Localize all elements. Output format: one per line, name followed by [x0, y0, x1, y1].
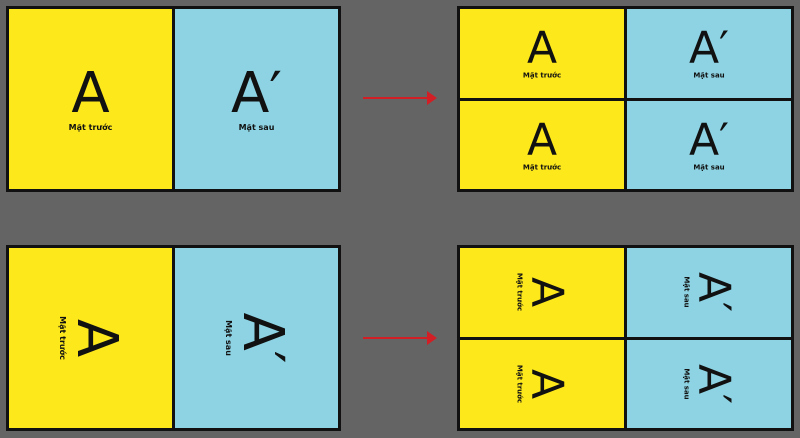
front-letter: A — [521, 368, 573, 399]
front-panel: A Mặt trước — [460, 9, 624, 98]
sheet-bottom-left: A Mặt trước A′ Mặt sau — [6, 245, 341, 431]
back-letter: A′ — [688, 114, 730, 166]
front-caption: Mặt trước — [57, 316, 67, 360]
front-letter: A — [521, 277, 573, 308]
front-caption: Mặt trước — [515, 364, 524, 403]
front-label-group: A Mặt trước — [57, 316, 129, 360]
back-label-group: A′ Mặt sau — [689, 118, 729, 171]
back-caption: Mặt sau — [693, 71, 725, 80]
back-caption: Mặt sau — [682, 368, 691, 400]
front-caption: Mặt trước — [68, 123, 113, 132]
front-panel: A Mặt trước — [460, 100, 624, 189]
back-panel: A′ Mặt sau — [627, 9, 791, 98]
back-letter: A′ — [688, 22, 730, 74]
arrow-icon — [363, 91, 437, 105]
front-panel: A Mặt trước — [460, 339, 624, 428]
front-label-group: A Mặt trước — [522, 22, 562, 80]
back-label-group: A′ Mặt sau — [682, 363, 740, 404]
back-letter: A′ — [688, 272, 740, 313]
arrow-icon — [363, 331, 437, 345]
back-panel: A′ Mặt sau — [175, 9, 338, 189]
sheet-top-right: A Mặt trước A′ Mặt sau A Mặt trước A′ Mặ… — [457, 6, 794, 192]
back-letter: A′ — [688, 363, 740, 404]
back-caption: Mặt sau — [238, 123, 275, 132]
back-panel: A′ Mặt sau — [627, 248, 791, 337]
back-panel: A′ Mặt sau — [175, 248, 338, 428]
front-letter: A — [526, 114, 558, 166]
back-panel: A′ Mặt sau — [627, 339, 791, 428]
front-panel: A Mặt trước — [9, 248, 172, 428]
back-label-group: A′ Mặt sau — [231, 66, 282, 132]
front-label-group: A Mặt trước — [69, 66, 113, 132]
sheet-bottom-right: A Mặt trước A′ Mặt sau A Mặt trước A′ Mặ… — [457, 245, 794, 431]
front-letter: A — [63, 318, 129, 358]
front-label-group: A Mặt trước — [515, 273, 573, 312]
front-caption: Mặt trước — [522, 71, 562, 80]
front-label-group: A Mặt trước — [523, 118, 561, 171]
front-letter: A — [526, 22, 558, 74]
back-letter: A′ — [230, 61, 283, 126]
back-label-group: A′ Mặt sau — [688, 22, 730, 80]
front-label-group: A Mặt trước — [515, 364, 573, 403]
front-caption: Mặt trước — [522, 163, 562, 172]
front-panel: A Mặt trước — [460, 248, 624, 337]
back-label-group: A′ Mặt sau — [223, 312, 295, 364]
back-caption: Mặt sau — [693, 163, 725, 172]
front-panel: A Mặt trước — [9, 9, 172, 189]
back-letter: A′ — [229, 312, 295, 364]
back-caption: Mặt sau — [223, 320, 233, 356]
back-label-group: A′ Mặt sau — [682, 272, 740, 313]
front-letter: A — [71, 61, 110, 126]
back-panel: A′ Mặt sau — [627, 100, 791, 189]
sheet-top-left: A Mặt trước A′ Mặt sau — [6, 6, 341, 192]
front-caption: Mặt trước — [515, 273, 524, 312]
back-caption: Mặt sau — [682, 276, 691, 308]
